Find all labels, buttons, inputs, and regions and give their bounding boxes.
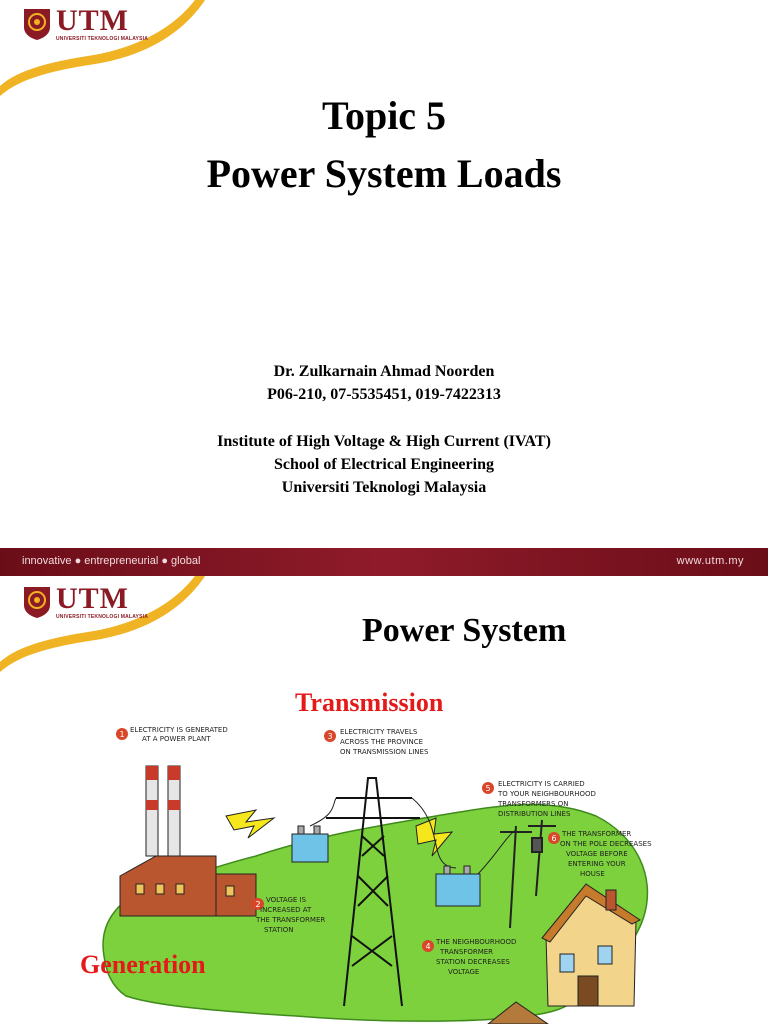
house	[541, 883, 641, 1007]
author-name: Dr. Zulkarnain Ahmad Noorden	[273, 363, 495, 380]
utm-crest-icon	[24, 587, 50, 618]
note-4-number: 4	[425, 942, 430, 951]
note-2-line-3: THE TRANSFORMER	[255, 916, 325, 924]
topic-number: Topic 5	[321, 93, 447, 138]
note-4-line-3: STATION DECREASES	[436, 958, 510, 966]
note-6-line-2: ON THE POLE DECREASES	[560, 840, 652, 848]
note-3-line-2: ACROSS THE PROVINCE	[340, 738, 423, 746]
note-6-number: 6	[551, 834, 556, 843]
note-5-line-3: TRANSFORMERS ON	[497, 800, 568, 808]
utm-logo: UTM UNIVERSITI TEKNOLOGI MALAYSIA	[22, 584, 148, 620]
note-2-line-1: VOLTAGE IS	[266, 896, 307, 904]
shed	[487, 1001, 549, 1024]
topic-title: Power System Loads	[206, 151, 562, 196]
note-5-number: 5	[485, 784, 490, 793]
note-6-line-5: HOUSE	[580, 870, 605, 878]
utm-logo: UTM UNIVERSITI TEKNOLOGI MALAYSIA	[22, 6, 148, 42]
lightning-icon	[225, 809, 276, 839]
note-6-line-1: THE TRANSFORMER	[561, 830, 631, 838]
title-slide: UTM UNIVERSITI TEKNOLOGI MALAYSIA Topic …	[0, 0, 768, 549]
note-2: 2 VOLTAGE IS INCREASED AT THE TRANSFORME…	[252, 896, 325, 934]
neighbourhood-transformer	[435, 865, 481, 907]
logo-subtitle: UNIVERSITI TEKNOLOGI MALAYSIA	[56, 614, 149, 620]
note-1: 1 ELECTRICITY IS GENERATED AT A POWER PL…	[116, 726, 228, 743]
utm-crest-icon	[24, 9, 50, 40]
power-system-illustration: 1 ELECTRICITY IS GENERATED AT A POWER PL…	[102, 726, 652, 1024]
grass-area	[102, 803, 649, 1022]
power-plant	[119, 765, 257, 917]
author-contact: P06-210, 07-5535451, 019-7422313	[267, 386, 501, 403]
author-block: Dr. Zulkarnain Ahmad Noorden P06-210, 07…	[0, 360, 768, 406]
affiliation-block: Institute of High Voltage & High Current…	[0, 430, 768, 499]
slide-title: Power System	[362, 612, 567, 649]
institute-name: Institute of High Voltage & High Current…	[217, 433, 551, 450]
slide-footer-bar: innovative ● entrepreneurial ● global ww…	[0, 548, 768, 576]
footer-tagline: innovative ● entrepreneurial ● global	[22, 555, 201, 567]
note-6-line-4: ENTERING YOUR	[568, 860, 626, 868]
logo-subtitle: UNIVERSITI TEKNOLOGI MALAYSIA	[56, 36, 149, 42]
note-3-line-3: ON TRANSMISSION LINES	[340, 748, 429, 756]
school-name: School of Electrical Engineering	[274, 456, 494, 473]
note-5: 5 ELECTRICITY IS CARRIED TO YOUR NEIGHBO…	[482, 780, 596, 818]
note-1-number: 1	[119, 730, 124, 739]
note-2-number: 2	[255, 900, 260, 909]
note-5-line-4: DISTRIBUTION LINES	[498, 810, 571, 818]
note-3-line-1: ELECTRICITY TRAVELS	[340, 728, 418, 736]
footer-url: www.utm.my	[676, 555, 744, 567]
university-name: Universiti Teknologi Malaysia	[281, 479, 487, 496]
note-2-line-2: INCREASED AT	[260, 906, 312, 914]
note-4: 4 THE NEIGHBOURHOOD TRANSFORMER STATION …	[422, 938, 516, 976]
note-3-number: 3	[327, 732, 332, 741]
note-3: 3 ELECTRICITY TRAVELS ACROSS THE PROVINC…	[324, 728, 429, 756]
power-line	[309, 797, 337, 827]
power-system-slide: UTM UNIVERSITI TEKNOLOGI MALAYSIA Power …	[0, 576, 768, 1024]
note-4-line-4: VOLTAGE	[448, 968, 479, 976]
note-2-line-4: STATION	[264, 926, 294, 934]
distribution-pole	[500, 819, 556, 929]
note-6: 6 THE TRANSFORMER ON THE POLE DECREASES …	[548, 830, 652, 878]
note-5-line-2: TO YOUR NEIGHBOURHOOD	[497, 790, 596, 798]
generation-label: Generation	[80, 950, 206, 979]
logo-text: UTM	[56, 4, 129, 37]
note-1-line-2: AT A POWER PLANT	[142, 735, 211, 743]
note-4-line-2: TRANSFORMER	[439, 948, 493, 956]
transformer-station	[291, 825, 329, 863]
note-1-line-1: ELECTRICITY IS GENERATED	[130, 726, 228, 734]
note-5-line-1: ELECTRICITY IS CARRIED	[498, 780, 585, 788]
transmission-label: Transmission	[295, 688, 444, 717]
note-4-line-1: THE NEIGHBOURHOOD	[435, 938, 516, 946]
note-6-line-3: VOLTAGE BEFORE	[566, 850, 628, 858]
transmission-tower	[326, 777, 420, 1007]
logo-text: UTM	[56, 582, 129, 615]
